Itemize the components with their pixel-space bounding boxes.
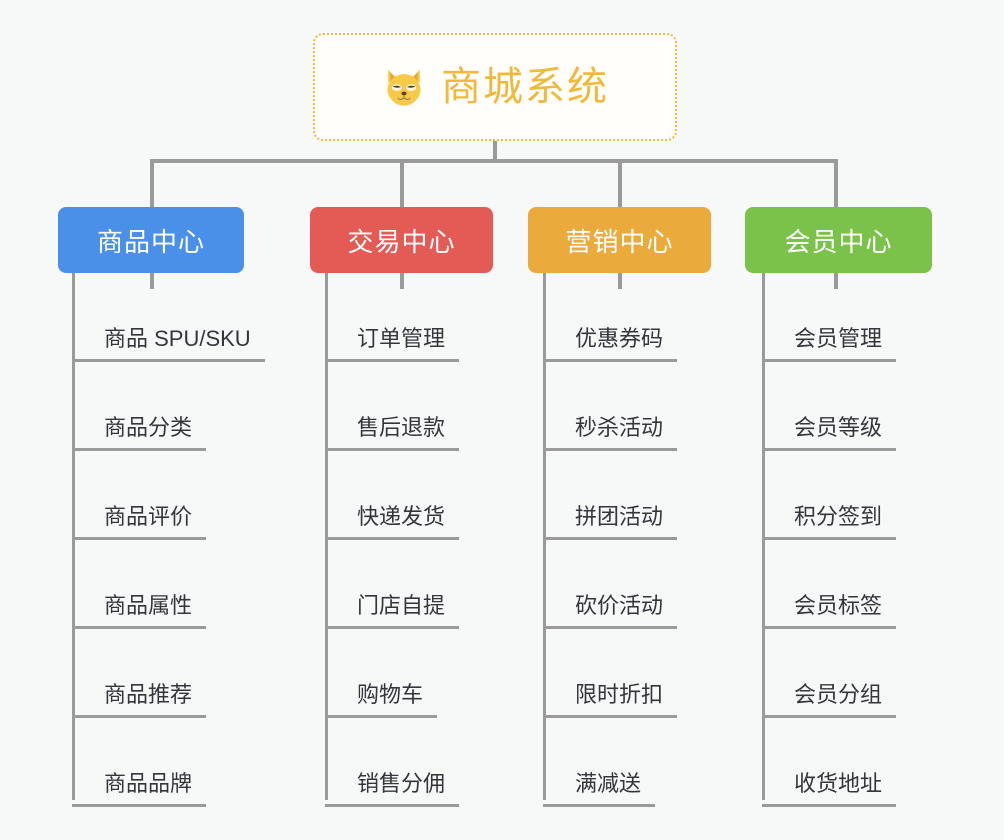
leaf-item[interactable]: 砍价活动 <box>543 540 678 629</box>
category-box-trade[interactable]: 交易中心 <box>310 207 493 273</box>
category-stub-connector-2 <box>400 273 404 289</box>
leaf-item-label: 会员管理 <box>762 326 897 362</box>
leaf-item[interactable]: 购物车 <box>325 629 438 718</box>
leaf-item[interactable]: 拼团活动 <box>543 451 678 540</box>
category-stub-connector-1 <box>150 273 154 289</box>
leaf-item-label: 限时折扣 <box>543 682 678 718</box>
leaf-item[interactable]: 限时折扣 <box>543 629 678 718</box>
leaf-item[interactable]: 秒杀活动 <box>543 362 678 451</box>
branch-drop-connector-2 <box>400 159 404 209</box>
category-box-marketing[interactable]: 营销中心 <box>528 207 711 273</box>
leaf-item-label: 购物车 <box>325 682 438 718</box>
leaf-item[interactable]: 商品 SPU/SKU <box>72 273 265 362</box>
leaf-item-label: 商品属性 <box>72 593 207 629</box>
horizontal-bus-connector <box>150 159 834 163</box>
leaf-item-label: 商品品牌 <box>72 771 207 807</box>
category-box-product[interactable]: 商品中心 <box>58 207 244 273</box>
branch-drop-connector-3 <box>618 159 622 209</box>
category-stub-connector-3 <box>618 273 622 289</box>
leaf-item[interactable]: 满减送 <box>543 718 656 807</box>
leaf-item-label: 门店自提 <box>325 593 460 629</box>
leaf-item-label: 商品推荐 <box>72 682 207 718</box>
leaf-item-label: 优惠券码 <box>543 326 678 362</box>
leaf-item-label: 会员等级 <box>762 415 897 451</box>
leaf-item-label: 会员分组 <box>762 682 897 718</box>
leaf-item-label: 商品评价 <box>72 504 207 540</box>
leaf-spine-connector <box>72 273 75 800</box>
leaf-spine-connector <box>762 273 765 800</box>
leaf-item[interactable]: 优惠券码 <box>543 273 678 362</box>
leaf-item[interactable]: 积分签到 <box>762 451 897 540</box>
leaf-item[interactable]: 商品评价 <box>72 451 207 540</box>
leaf-item[interactable]: 商品品牌 <box>72 718 207 807</box>
leaf-item[interactable]: 会员等级 <box>762 362 897 451</box>
branch-drop-connector-1 <box>150 159 154 209</box>
leaf-item[interactable]: 会员管理 <box>762 273 897 362</box>
leaf-item-label: 销售分佣 <box>325 771 460 807</box>
category-box-member[interactable]: 会员中心 <box>745 207 932 273</box>
leaf-item-label: 商品 SPU/SKU <box>72 326 265 362</box>
leaf-item-label: 积分签到 <box>762 504 897 540</box>
leaf-item[interactable]: 商品属性 <box>72 540 207 629</box>
leaf-item-label: 砍价活动 <box>543 593 678 629</box>
leaf-item[interactable]: 商品推荐 <box>72 629 207 718</box>
leaf-item-label: 拼团活动 <box>543 504 678 540</box>
leaf-item-label: 会员标签 <box>762 593 897 629</box>
leaf-item-label: 快递发货 <box>325 504 460 540</box>
leaf-item-label: 商品分类 <box>72 415 207 451</box>
leaf-item[interactable]: 销售分佣 <box>325 718 460 807</box>
branch-drop-connector-4 <box>834 159 838 209</box>
root-title: 商城系统 <box>441 65 609 109</box>
leaf-item-label: 订单管理 <box>325 326 460 362</box>
leaf-item-label: 售后退款 <box>325 415 460 451</box>
leaf-item[interactable]: 商品分类 <box>72 362 207 451</box>
root-stem-connector <box>493 141 497 163</box>
category-label: 交易中心 <box>347 226 456 257</box>
leaf-item[interactable]: 订单管理 <box>325 273 460 362</box>
leaf-spine-connector <box>543 273 546 800</box>
leaf-item[interactable]: 门店自提 <box>325 540 460 629</box>
category-label: 会员中心 <box>784 226 893 257</box>
leaf-item[interactable]: 快递发货 <box>325 451 460 540</box>
leaf-item-label: 收货地址 <box>762 771 897 807</box>
category-label: 营销中心 <box>565 226 674 257</box>
leaf-item[interactable]: 收货地址 <box>762 718 897 807</box>
shiba-dog-icon <box>381 64 427 110</box>
root-node[interactable]: 商城系统 <box>313 33 677 141</box>
leaf-item[interactable]: 会员标签 <box>762 540 897 629</box>
leaf-item[interactable]: 售后退款 <box>325 362 460 451</box>
category-label: 商品中心 <box>96 226 205 257</box>
category-stub-connector-4 <box>834 273 838 289</box>
leaf-item[interactable]: 会员分组 <box>762 629 897 718</box>
leaf-spine-connector <box>325 273 328 800</box>
leaf-item-label: 秒杀活动 <box>543 415 678 451</box>
leaf-item-label: 满减送 <box>543 771 656 807</box>
